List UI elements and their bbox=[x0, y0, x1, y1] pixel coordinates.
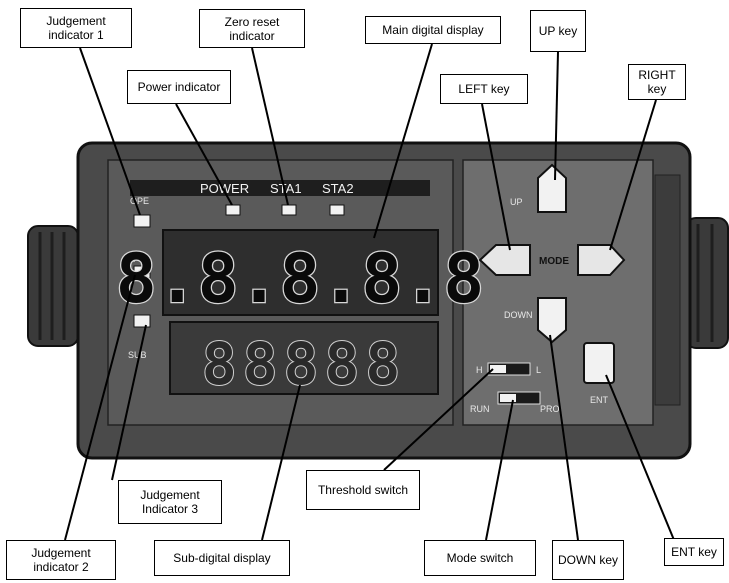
callout-judgement-indicator-3: Judgement Indicator 3 bbox=[118, 480, 222, 524]
sub-display-digits: 88888 bbox=[202, 330, 407, 398]
power-label: POWER bbox=[200, 181, 249, 196]
mode-key-label: MODE bbox=[539, 256, 569, 267]
judgement-indicator-1-led bbox=[134, 215, 150, 227]
zero-reset-indicator-led bbox=[282, 205, 296, 215]
callout-judgement-indicator-1: Judgement indicator 1 bbox=[20, 8, 132, 48]
sta2-label: STA2 bbox=[322, 181, 354, 196]
callout-right-key: RIGHT key bbox=[628, 64, 686, 100]
callout-judgement-indicator-2: Judgement indicator 2 bbox=[6, 540, 116, 580]
ent-key[interactable] bbox=[584, 343, 614, 383]
l-label: L bbox=[536, 365, 541, 375]
callout-zero-reset-indicator: Zero reset indicator bbox=[199, 9, 305, 48]
pro-label: PRO bbox=[540, 404, 560, 414]
sub-label: SUB bbox=[128, 350, 147, 360]
down-small-label: DOWN bbox=[504, 310, 533, 320]
power-indicator-led bbox=[226, 205, 240, 215]
callout-main-digital-display: Main digital display bbox=[365, 16, 501, 44]
up-small-label: UP bbox=[510, 197, 523, 207]
ent-small-label: ENT bbox=[590, 395, 609, 405]
left-connector bbox=[28, 226, 78, 346]
callout-sub-digital-display: Sub-digital display bbox=[154, 540, 290, 576]
run-label: RUN bbox=[470, 404, 490, 414]
callout-power-indicator: Power indicator bbox=[127, 70, 231, 104]
callout-mode-switch: Mode switch bbox=[424, 540, 536, 576]
sta2-led bbox=[330, 205, 344, 215]
right-panel-strip bbox=[655, 175, 680, 405]
callout-ent-key: ENT key bbox=[664, 538, 724, 566]
right-connector bbox=[686, 218, 728, 348]
h-label: H bbox=[476, 365, 483, 375]
main-display-digits: 8.8.8.8.8 bbox=[116, 240, 484, 319]
callout-threshold-switch: Threshold switch bbox=[306, 470, 420, 510]
callout-left-key: LEFT key bbox=[440, 74, 528, 104]
callout-down-key: DOWN key bbox=[552, 540, 624, 580]
callout-up-key: UP key bbox=[530, 10, 586, 52]
